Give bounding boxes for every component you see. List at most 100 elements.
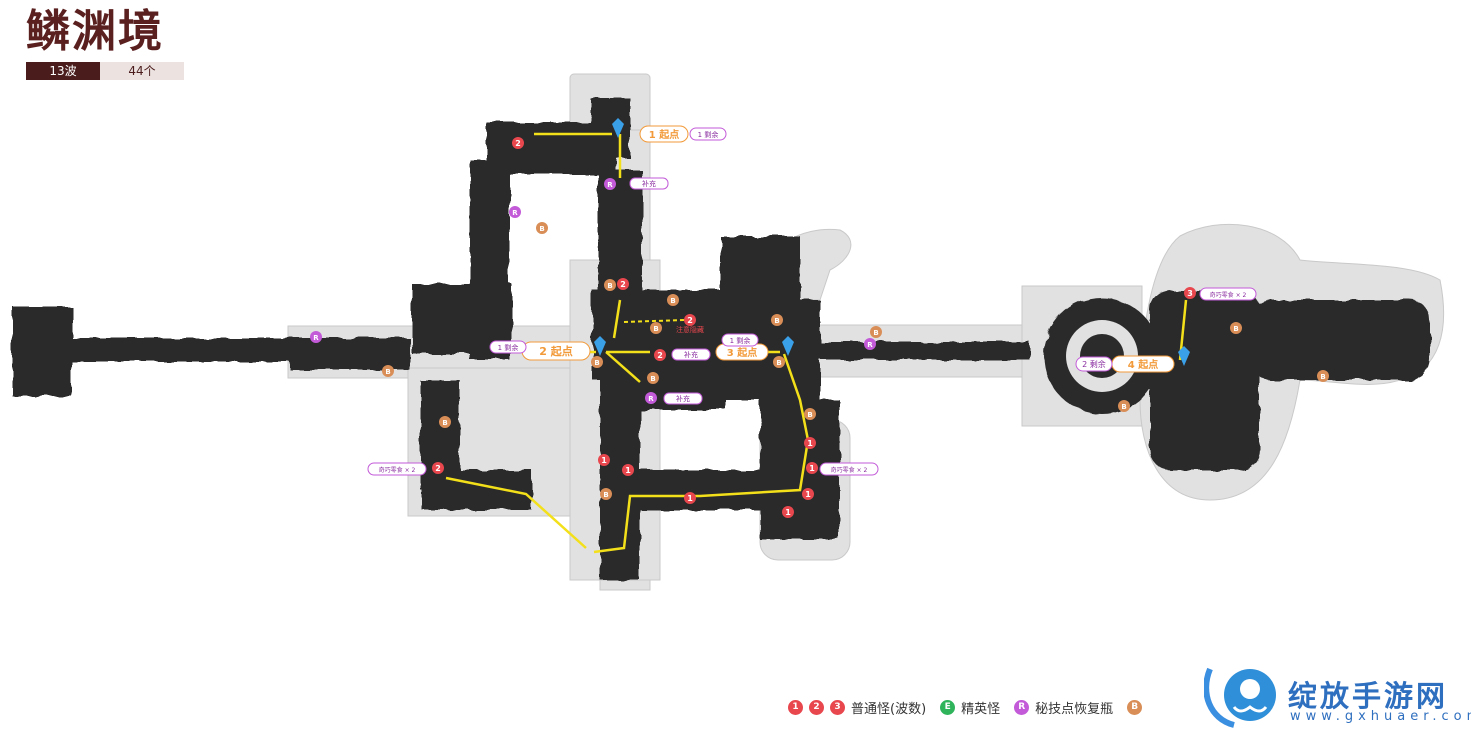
start-marker-3: 3 起点 (715, 343, 769, 361)
teleport-icon (1178, 346, 1190, 366)
refill-label-b: 补充 (671, 348, 711, 361)
wave-count: 13波 (26, 62, 100, 80)
remain-label-b: 1 剩余 (489, 340, 527, 354)
svg-text:1: 1 (809, 464, 815, 473)
svg-text:奇巧零食 × 2: 奇巧零食 × 2 (1210, 291, 1247, 299)
legend-wave1-icon: 1 (788, 700, 803, 715)
b-marker: B (870, 326, 882, 338)
hidden-note: 注意隐藏 (676, 325, 704, 334)
legend-normal-label: 普通怪(波数) (851, 702, 927, 717)
enemy-count: 44个 (100, 62, 184, 80)
restore-marker: R (509, 206, 521, 218)
svg-text:1: 1 (625, 466, 631, 475)
svg-text:R: R (867, 341, 873, 349)
b-marker: B (650, 322, 662, 334)
svg-text:1: 1 (785, 508, 791, 517)
svg-text:补充: 补充 (684, 350, 698, 359)
svg-text:R: R (607, 181, 613, 189)
svg-text:1 剩余: 1 剩余 (498, 343, 519, 352)
svg-text:R: R (313, 334, 319, 342)
svg-text:R: R (648, 395, 654, 403)
map-canvas: 1 起点 2 起点 3 起点 4 起点 1 剩余 1 剩余 1 剩余 2 剩余 … (12, 73, 1445, 591)
b-marker: B (536, 222, 548, 234)
svg-text:3: 3 (1187, 289, 1193, 298)
start-marker-2: 2 起点 (521, 341, 591, 361)
wave-marker: 2 (432, 462, 444, 474)
wave-marker: 1 (598, 454, 610, 466)
grub-label-b: 奇巧零食 × 2 (819, 462, 879, 476)
svg-text:B: B (539, 225, 544, 233)
restore-markers: R R R R R (310, 178, 876, 404)
route-dashed (623, 319, 685, 323)
b-marker: B (1317, 370, 1329, 382)
refill-label-c: 补充 (663, 392, 703, 405)
map-title: 鳞渊境 (26, 6, 164, 57)
start-label-2: 2 起点 (539, 344, 572, 358)
wave-marker: 1 (802, 488, 814, 500)
svg-text:B: B (776, 359, 781, 367)
svg-text:补充: 补充 (676, 394, 690, 403)
b-markers: B B B B B B B B B B B B B B B B (382, 222, 1329, 500)
svg-text:补充: 补充 (642, 179, 656, 188)
svg-text:B: B (1233, 325, 1238, 333)
b-marker: B (382, 365, 394, 377)
wave-marker: 1 (782, 506, 794, 518)
b-marker: B (1118, 400, 1130, 412)
svg-text:B: B (442, 419, 447, 427)
svg-text:1 剩余: 1 剩余 (698, 130, 719, 139)
wave-marker: 2 (617, 278, 629, 290)
svg-text:奇巧零食 × 2: 奇巧零食 × 2 (831, 466, 868, 474)
svg-text:B: B (1121, 403, 1126, 411)
wave-marker: 2 (684, 314, 696, 326)
b-marker: B (804, 408, 816, 420)
remain-label-c: 1 剩余 (721, 333, 759, 347)
wave-marker: 1 (622, 464, 634, 476)
watermark: 绽放手游网 www.gxhuaer.com (1203, 663, 1471, 729)
legend-wave2-icon: 2 (809, 700, 824, 715)
wave-marker: 1 (684, 492, 696, 504)
svg-text:1: 1 (601, 456, 607, 465)
svg-text:B: B (807, 411, 812, 419)
legend-elite-label: 精英怪 (961, 702, 1001, 717)
legend-restore-icon: R (1014, 700, 1030, 715)
b-marker: B (647, 372, 659, 384)
wave-marker: 2 (512, 137, 524, 149)
svg-text:2: 2 (435, 464, 441, 473)
grub-label-a: 奇巧零食 × 2 (367, 462, 427, 476)
svg-text:1: 1 (687, 494, 693, 503)
svg-text:1 剩余: 1 剩余 (730, 336, 751, 345)
svg-text:奇巧零食 × 2: 奇巧零食 × 2 (379, 466, 416, 474)
start-label-4: 4 起点 (1128, 358, 1158, 371)
wave-marker: 2 (654, 349, 666, 361)
wave-markers: 2 2 2 2 2 1 1 1 1 1 1 1 3 (432, 137, 1196, 518)
legend-elite-icon: E (940, 700, 956, 715)
b-marker: B (771, 314, 783, 326)
watermark-name: 绽放手游网 (1288, 679, 1449, 713)
map-title-block: 鳞渊境 13波 44个 (26, 6, 184, 80)
legend-restore-label: 秘技点恢复瓶 (1035, 702, 1114, 717)
map-legend: 1 2 3 普通怪(波数) E 精英怪 R 秘技点恢复瓶 B (788, 698, 1148, 717)
start-label-3: 3 起点 (727, 346, 757, 359)
map-walkable (12, 98, 1430, 580)
svg-text:R: R (512, 209, 518, 217)
svg-text:B: B (873, 329, 878, 337)
restore-marker: R (604, 178, 616, 190)
remain-label-d: 2 剩余 (1075, 356, 1113, 372)
start-label-1: 1 起点 (649, 128, 679, 141)
b-marker: B (604, 279, 616, 291)
refill-label-a: 补充 (629, 177, 669, 190)
b-marker: B (773, 356, 785, 368)
teleport-icon (782, 336, 794, 356)
svg-text:2 剩余: 2 剩余 (1082, 359, 1106, 369)
b-marker: B (439, 416, 451, 428)
watermark-url: www.gxhuaer.com (1290, 709, 1471, 724)
octopus-logo-icon (1203, 667, 1276, 728)
b-marker: B (600, 488, 612, 500)
remain-label-a: 1 剩余 (689, 127, 727, 141)
svg-text:1: 1 (805, 490, 811, 499)
svg-text:B: B (670, 297, 675, 305)
svg-text:B: B (385, 368, 390, 376)
teleport-icons (594, 118, 1190, 366)
restore-marker: R (864, 338, 876, 350)
start-marker-4: 4 起点 (1111, 355, 1175, 373)
